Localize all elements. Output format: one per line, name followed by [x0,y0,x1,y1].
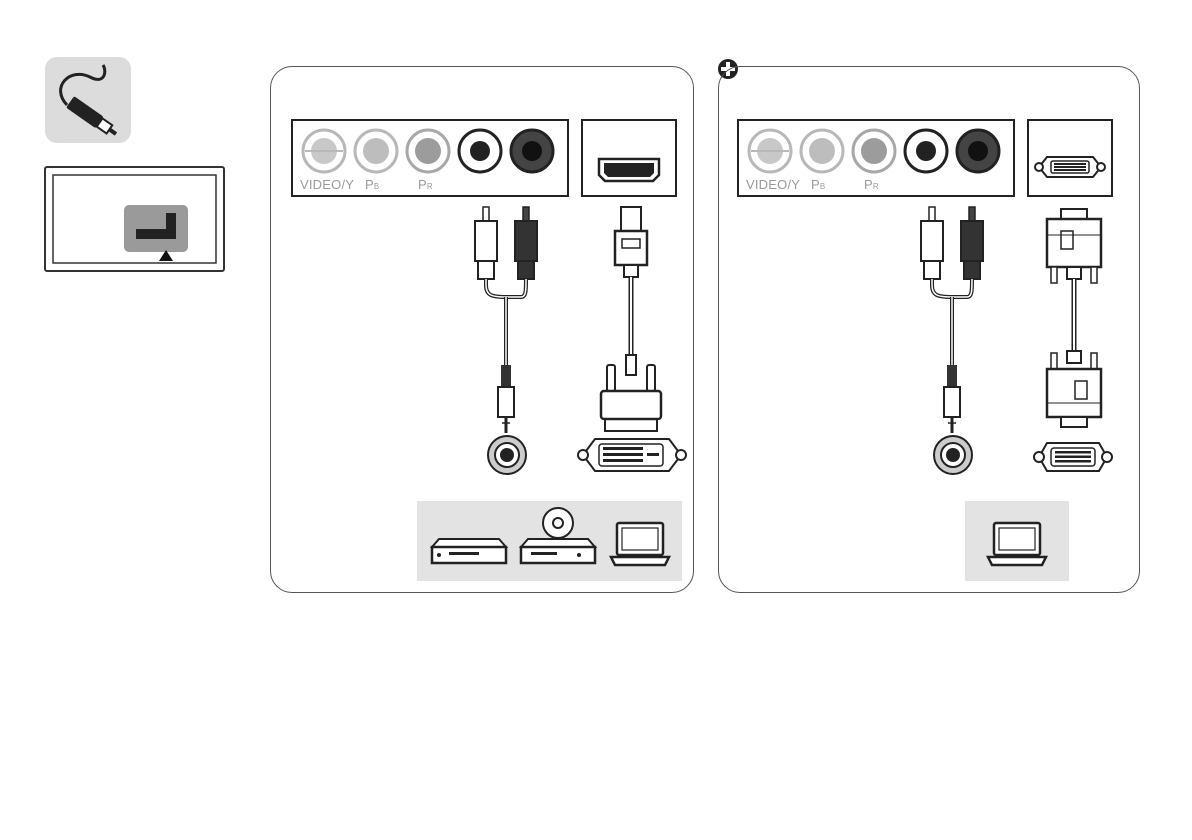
vga-port [1031,439,1115,475]
pr-label: PR [418,177,433,192]
pr-label: PR [864,177,879,192]
vga-cable [1031,205,1121,475]
component-jack-panel: VIDEO/Y PB PR [737,119,1015,197]
dvi-port [575,435,689,475]
pb-label: PB [811,177,825,192]
dvd-player-icon [517,505,599,569]
audio-in-jack [485,433,529,477]
pb-label: PB [365,177,379,192]
laptop-icon [984,519,1050,569]
source-devices-area [417,501,682,581]
hdmi-port-panel [581,119,677,197]
laptop-icon [607,519,673,569]
audio-y-cable [907,205,997,465]
video-y-label: VIDEO/Y [746,177,800,192]
panel-component-hdmi-dvi: VIDEO/Y PB PR [270,66,694,593]
video-player-icon [429,535,509,569]
video-y-label: VIDEO/Y [300,177,354,192]
panel-component-vga: VIDEO/Y PB PR [718,66,1140,593]
audio-in-jack [931,433,975,477]
vga-port-panel [1027,119,1113,197]
tv-back-panel-icon [44,166,225,272]
audio-y-cable [461,205,551,465]
component-jack-panel: VIDEO/Y PB PR [291,119,569,197]
cable-icon [45,57,131,143]
source-devices-area [965,501,1069,581]
